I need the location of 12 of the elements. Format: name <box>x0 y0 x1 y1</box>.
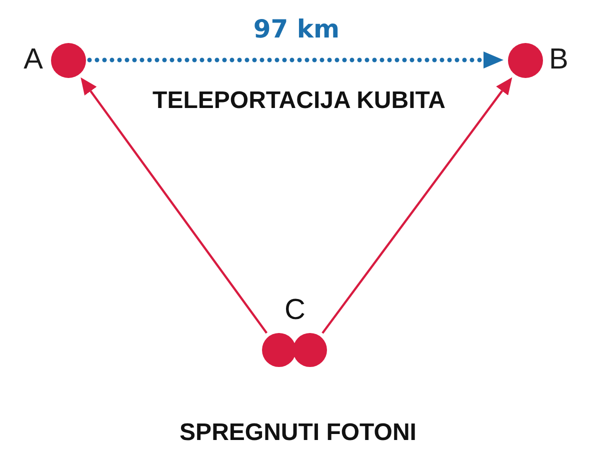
caption-text: SPREGNUTI FOTONI <box>180 421 416 445</box>
arrow <box>322 77 512 334</box>
point-dot <box>508 42 542 78</box>
point-label: C <box>284 296 306 325</box>
dotted-arrow <box>87 52 504 68</box>
point-label: B <box>549 46 568 74</box>
caption-text: TELEPORTACIJA KUBITA <box>152 89 446 113</box>
point-label: A <box>24 46 43 74</box>
arrow <box>80 77 268 334</box>
photon-dot <box>293 333 327 367</box>
point-dot <box>50 42 86 78</box>
photon-dot <box>262 333 296 367</box>
